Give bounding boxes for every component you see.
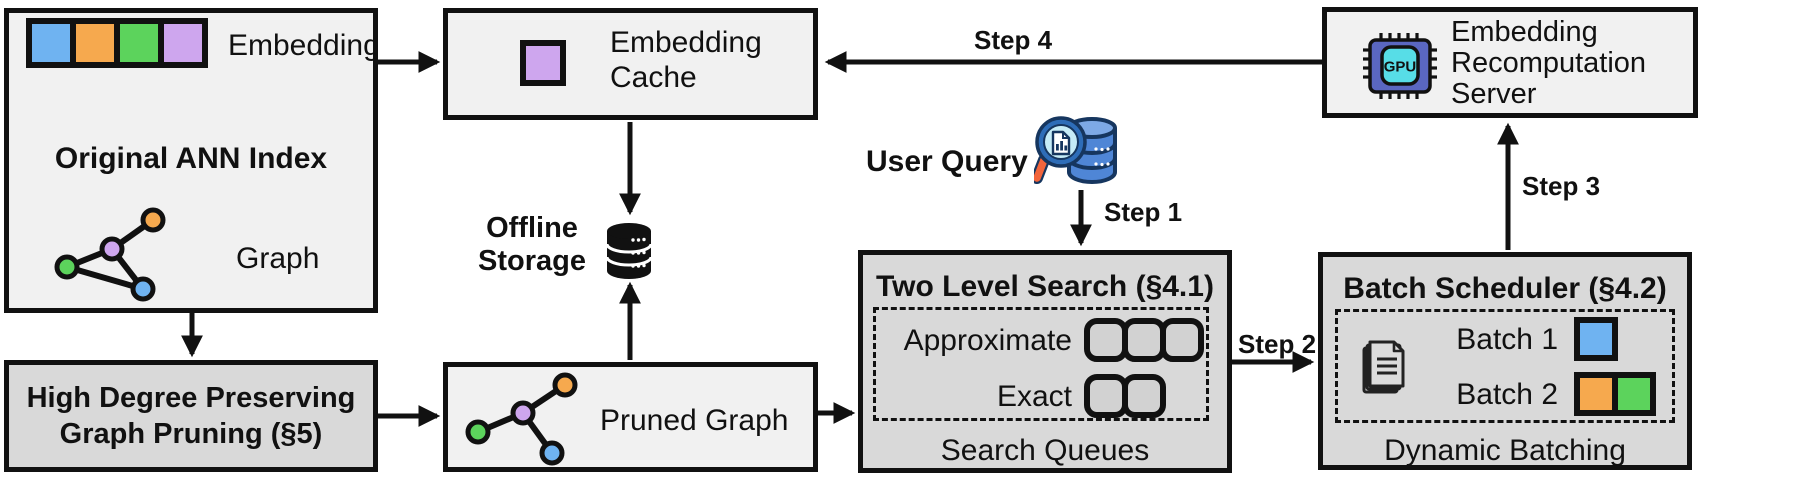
high-degree-pruning-label: High Degree Preserving Graph Pruning (§5… [26, 382, 356, 450]
gpu-chip-label: GPU [1384, 59, 1417, 76]
graph-node-green [54, 254, 80, 280]
step4-label: Step 4 [974, 25, 1053, 55]
batch1-label: Batch 1 [1456, 322, 1558, 356]
approximate-queue-slots [1084, 318, 1206, 362]
high-degree-pruning-box: High Degree Preserving Graph Pruning (§5… [4, 360, 378, 472]
batch1-item-blue [1574, 317, 1618, 361]
graph-node-green [465, 419, 491, 445]
graph-label: Graph [236, 242, 320, 275]
two-level-search-box: Two Level Search (§4.1) Approximate Exac… [858, 250, 1232, 473]
graph-node-orange [552, 372, 578, 398]
original-ann-index-box: Embedding Original ANN Index Graph [4, 8, 380, 313]
embedding-cell-orange [76, 24, 114, 62]
embedding-vector-swatch [26, 18, 208, 68]
recomputation-server-box: GPU Embedding Recomputation Server [1322, 7, 1698, 118]
recomputation-server-label: Embedding Recomputation Server [1451, 16, 1647, 110]
original-ann-index-title: Original ANN Index [54, 142, 328, 175]
step1-label: Step 1 [1104, 197, 1183, 227]
batch2-item-orange [1574, 372, 1618, 416]
dynamic-batching-panel: Batch 1 Batch 2 [1335, 309, 1675, 423]
dynamic-batching-caption: Dynamic Batching [1384, 434, 1626, 467]
embedding-cell-green [120, 24, 158, 62]
magnifier-handle [1034, 156, 1048, 182]
batch2-row: Batch 2 [1430, 371, 1672, 417]
queue-slot [1122, 374, 1166, 418]
pruned-graph-icon [465, 372, 578, 466]
embedding-cache-box: Embedding Cache [443, 8, 818, 120]
query-document-fold [1062, 132, 1069, 139]
graph-node-blue [130, 276, 156, 302]
graph-node-purple [99, 236, 125, 262]
graph-node-orange [140, 207, 166, 233]
graph-node-purple [510, 400, 536, 426]
batch2-squares [1574, 372, 1660, 416]
two-level-search-title: Two Level Search (§4.1) [876, 270, 1214, 303]
exact-queue-slots [1084, 374, 1206, 418]
step2-label: Step 2 [1238, 329, 1317, 359]
user-query-label: User Query [866, 145, 1028, 178]
approximate-label: Approximate [903, 323, 1072, 357]
batch2-item-green [1612, 372, 1656, 416]
batch1-row: Batch 1 [1430, 316, 1672, 362]
original-graph-icon [54, 207, 166, 302]
search-queues-caption: Search Queues [940, 434, 1150, 467]
offline-storage-label: Offline Storage [478, 212, 586, 277]
embedding-cache-label: Embedding Cache [610, 26, 762, 94]
embedding-label: Embedding [228, 29, 380, 62]
database-icon [605, 223, 653, 279]
embedding-cell-blue [32, 24, 70, 62]
graph-node-blue [539, 440, 565, 466]
batch1-squares [1574, 317, 1660, 361]
search-queues-panel: Approximate Exact [873, 307, 1209, 421]
approximate-row: Approximate [884, 318, 1206, 362]
embedding-cell-purple [164, 24, 202, 62]
queue-slot-empty [1160, 374, 1204, 418]
batch2-label: Batch 2 [1456, 377, 1558, 411]
pruned-graph-box: Pruned Graph [443, 362, 818, 472]
magnifier-database-icon [1034, 116, 1117, 184]
batch-scheduler-box: Batch Scheduler (§4.2) Batch 1 [1318, 252, 1692, 470]
pruned-graph-label: Pruned Graph [600, 404, 789, 437]
query-document-bars [1056, 141, 1068, 151]
batch-scheduler-title: Batch Scheduler (§4.2) [1343, 272, 1667, 305]
step3-label: Step 3 [1522, 171, 1601, 201]
gpu-chip-icon: GPU [1363, 33, 1437, 99]
cached-embedding-square [520, 40, 566, 86]
exact-row: Exact [884, 374, 1206, 418]
queue-slot [1160, 318, 1204, 362]
exact-label: Exact [996, 379, 1072, 413]
documents-icon [1362, 340, 1405, 394]
